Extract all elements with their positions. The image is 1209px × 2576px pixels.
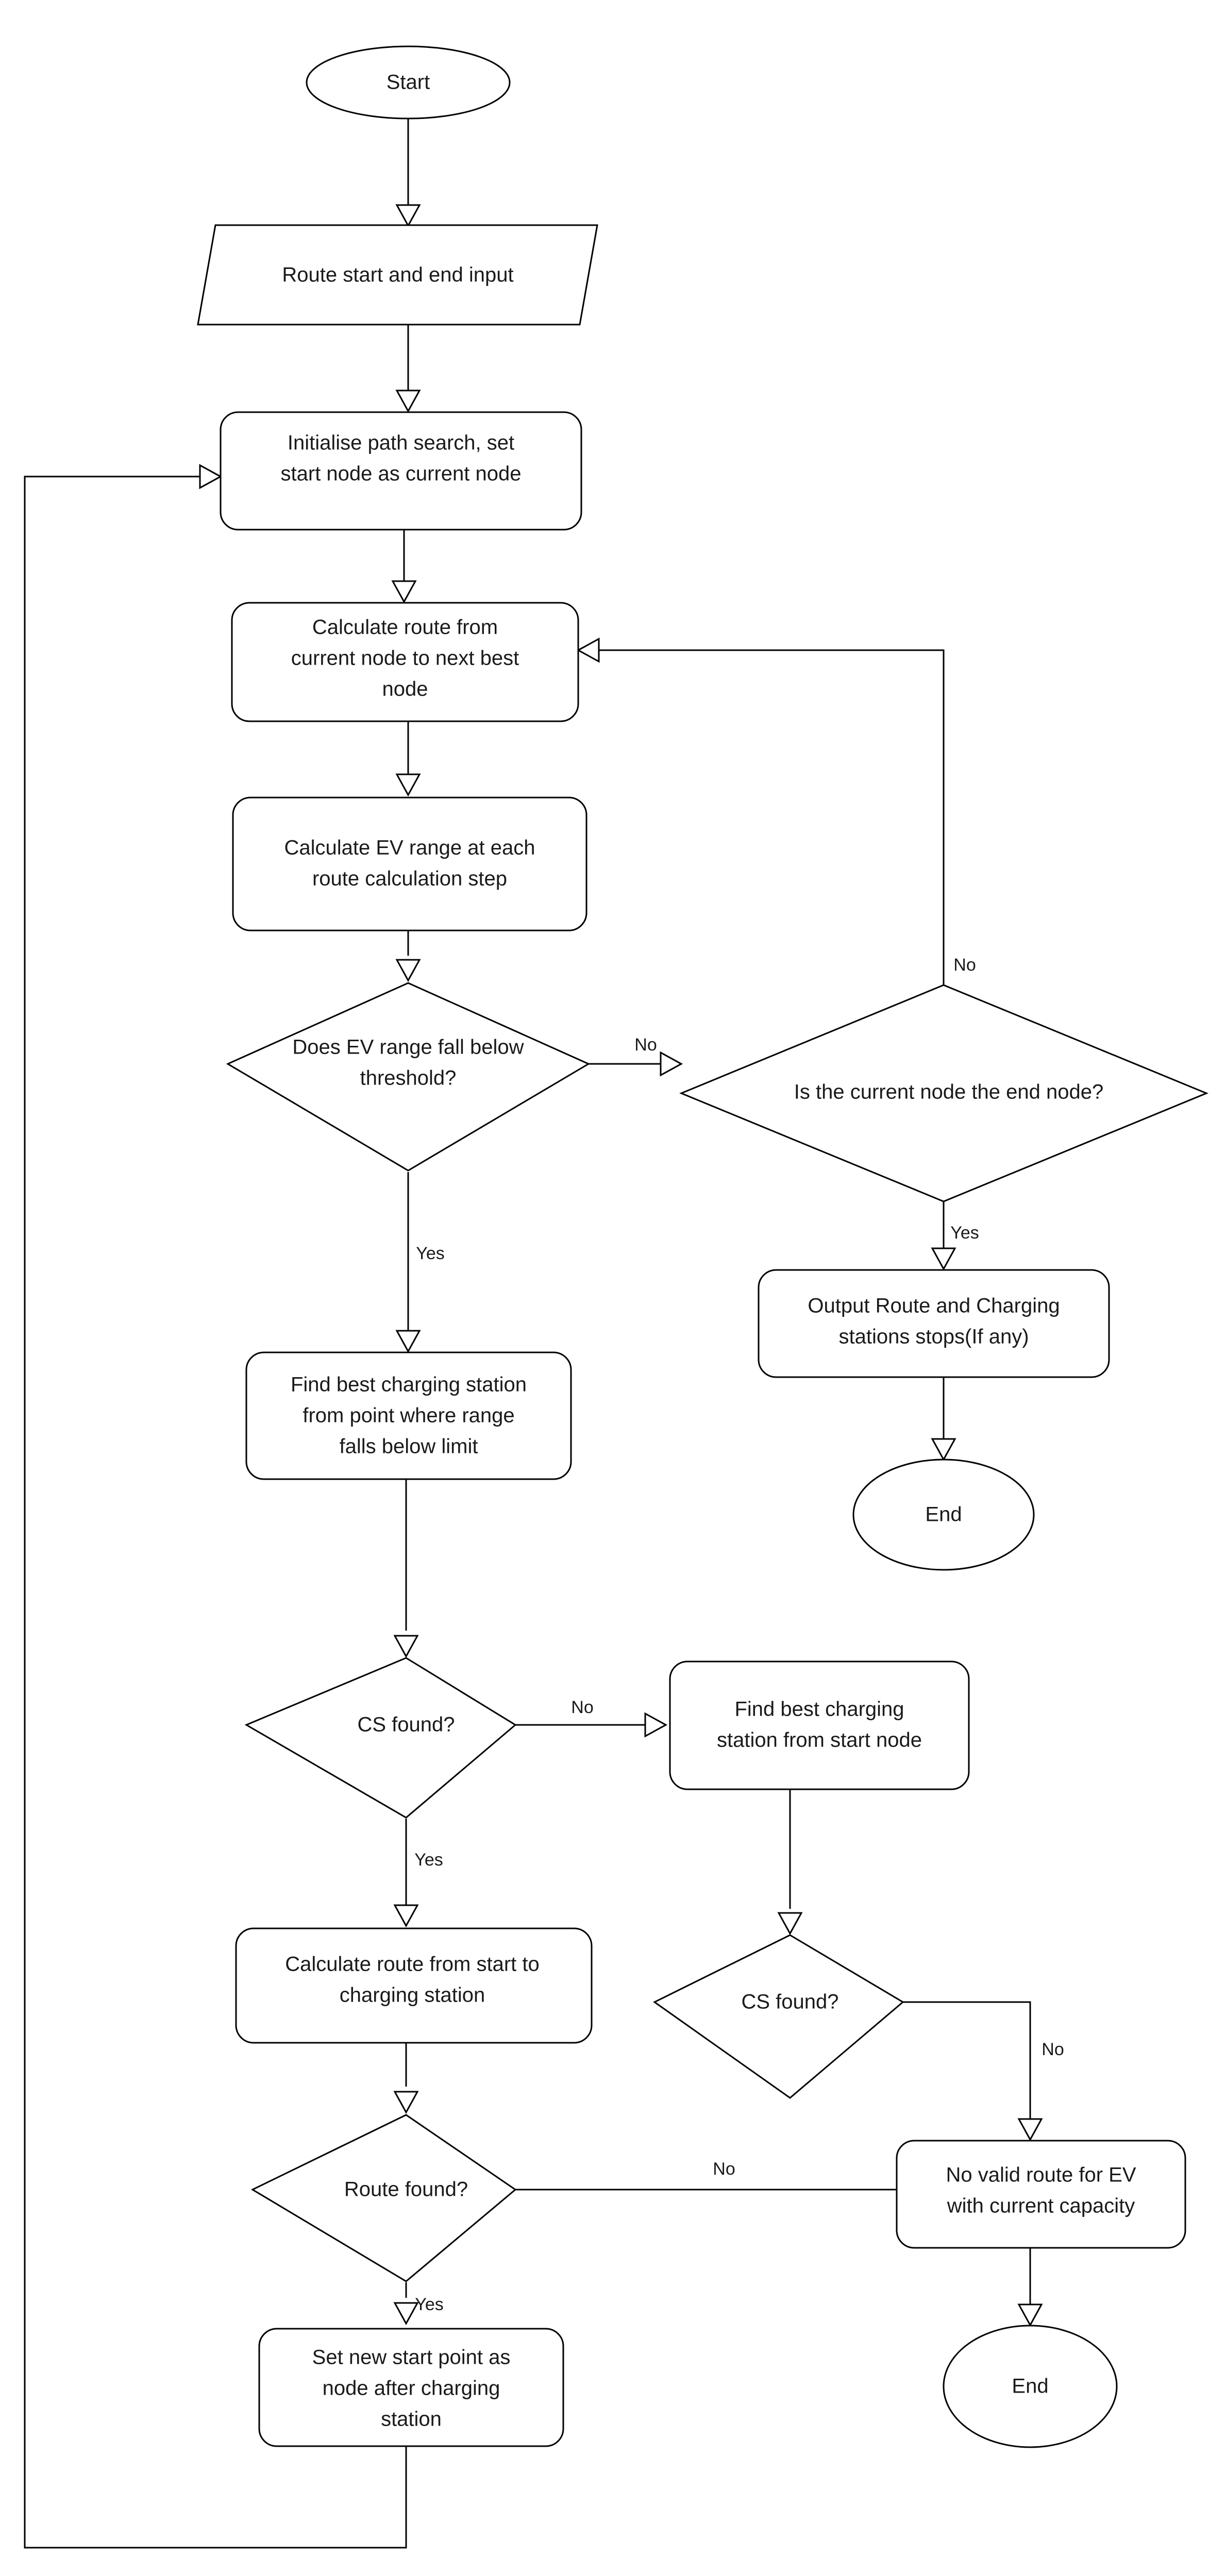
node-find-cs-from-point-label-line2: from point where range [303,1404,514,1427]
node-calc-route-next[interactable]: Calculate route from current node to nex… [231,602,579,722]
edge-cs-found-1-yes-to-calc-route-cs [393,1819,419,1928]
node-calc-route-to-cs-label-line2: charging station [340,1984,485,2007]
edge-find-cs-point-to-cs-found-1 [393,1479,419,1658]
edge-cs-found-1-no-to-find-cs-start [515,1712,668,1738]
edge-no-valid-route-to-end-failure [1017,2248,1043,2327]
edge-route-input-to-initialise [395,325,421,413]
edge-threshold-yes-to-find-cs-point [395,1172,421,1353]
node-no-valid-route-label-line1: No valid route for EV [946,2164,1136,2187]
node-calc-ev-range[interactable]: Calculate EV range at each route calcula… [232,796,587,931]
node-route-found-label: Route found? [344,2178,468,2201]
node-range-below-threshold[interactable]: Does EV range fall below threshold? [226,982,591,1172]
node-set-new-start-label-line1: Set new start point as [312,2346,511,2369]
node-calc-ev-range-label-line1: Calculate EV range at each [284,837,535,859]
edge-output-to-end-success [931,1377,956,1462]
node-find-cs-from-point-label-line3: falls below limit [340,1435,478,1458]
node-end-failure[interactable]: End [943,2325,1118,2448]
edge-route-found-yes-to-set-new-start [393,2282,419,2326]
node-find-cs-from-start[interactable]: Find best charging station from start no… [669,1660,970,1790]
node-range-below-threshold-label-line2: threshold? [360,1067,457,1090]
edge-find-cs-start-to-cs-found-2 [777,1790,803,1936]
node-calc-route-next-label-line3: node [382,678,428,701]
edge-label-end-node-no: No [953,955,976,975]
node-route-input-label: Route start and end input [282,264,513,286]
node-end-success-label: End [925,1503,962,1526]
node-no-valid-route[interactable]: No valid route for EV with current capac… [896,2140,1186,2249]
node-find-cs-from-point[interactable]: Find best charging station from point wh… [245,1351,572,1480]
node-set-new-start-label-line2: node after charging [323,2377,500,2400]
node-cs-found-1[interactable]: CS found? [244,1657,517,1819]
edge-end-node-yes-to-output [931,1201,956,1271]
node-route-input[interactable]: Route start and end input [197,224,598,326]
node-set-new-start-label-line3: station [381,2408,442,2431]
edge-threshold-no-to-end-node [589,1051,683,1077]
node-find-cs-from-start-label-line1: Find best charging [734,1698,904,1721]
node-calc-route-to-cs[interactable]: Calculate route from start to charging s… [235,1927,593,2044]
edge-label-route-found-yes: Yes [415,2295,443,2314]
edge-calc-range-to-threshold [395,930,421,982]
node-initialise-label-line1: Initialise path search, set [288,432,514,454]
node-find-cs-from-point-label-line1: Find best charging station [291,1374,527,1396]
node-start[interactable]: Start [306,45,511,120]
edge-calc-route-to-calc-range [395,721,421,797]
node-cs-found-2[interactable]: CS found? [653,1934,904,2099]
node-calc-ev-range-label-line2: route calculation step [312,868,507,890]
node-is-end-node-label: Is the current node the end node? [794,1081,1103,1104]
node-route-found[interactable]: Route found? [250,2114,517,2282]
edge-label-cs-found-2-no: No [1042,2040,1064,2059]
node-is-end-node[interactable]: Is the current node the end node? [679,984,1208,1202]
node-cs-found-2-label: CS found? [741,1991,838,2013]
node-output-route-label-line2: stations stops(If any) [838,1326,1029,1348]
node-initialise-label-line2: start node as current node [281,463,522,485]
edge-set-new-start-loop-back [24,464,407,2549]
node-output-route-label-line1: Output Route and Charging [808,1295,1060,1317]
node-find-cs-from-start-label-line2: station from start node [717,1729,922,1752]
node-end-success[interactable]: End [852,1459,1035,1571]
node-output-route[interactable]: Output Route and Charging stations stops… [758,1269,1110,1378]
node-range-below-threshold-label-line1: Does EV range fall below [292,1036,524,1059]
edge-start-to-route-input [395,116,421,228]
edge-route-found-no-to-no-valid-route [515,2177,947,2202]
edge-label-route-found-no: No [713,2159,735,2179]
edge-label-cs-found-1-yes: Yes [414,1850,443,1870]
node-calc-route-to-cs-label-line1: Calculate route from start to [285,1953,540,1976]
edge-calc-route-cs-to-route-found [393,2043,419,2114]
node-set-new-start[interactable]: Set new start point as node after chargi… [258,2328,564,2447]
edge-cs-found-2-no-to-no-valid-route [903,2001,1043,2142]
edge-label-threshold-yes: Yes [416,1244,444,1263]
node-end-failure-label: End [1012,2375,1048,2398]
node-start-label: Start [387,71,430,94]
node-no-valid-route-label-line2: with current capacity [947,2195,1135,2217]
edge-initialise-to-calc-route [391,530,417,604]
edge-label-end-node-yes: Yes [950,1223,979,1243]
edge-end-node-no-loop-back [576,637,945,985]
edge-label-cs-found-1-no: No [571,1698,593,1717]
node-calc-route-next-label-line2: current node to next best [291,647,519,670]
node-calc-route-next-label-line1: Calculate route from [312,616,498,639]
node-initialise[interactable]: Initialise path search, set start node a… [220,411,582,531]
edge-label-threshold-no: No [634,1035,657,1055]
node-cs-found-1-label: CS found? [357,1714,455,1736]
